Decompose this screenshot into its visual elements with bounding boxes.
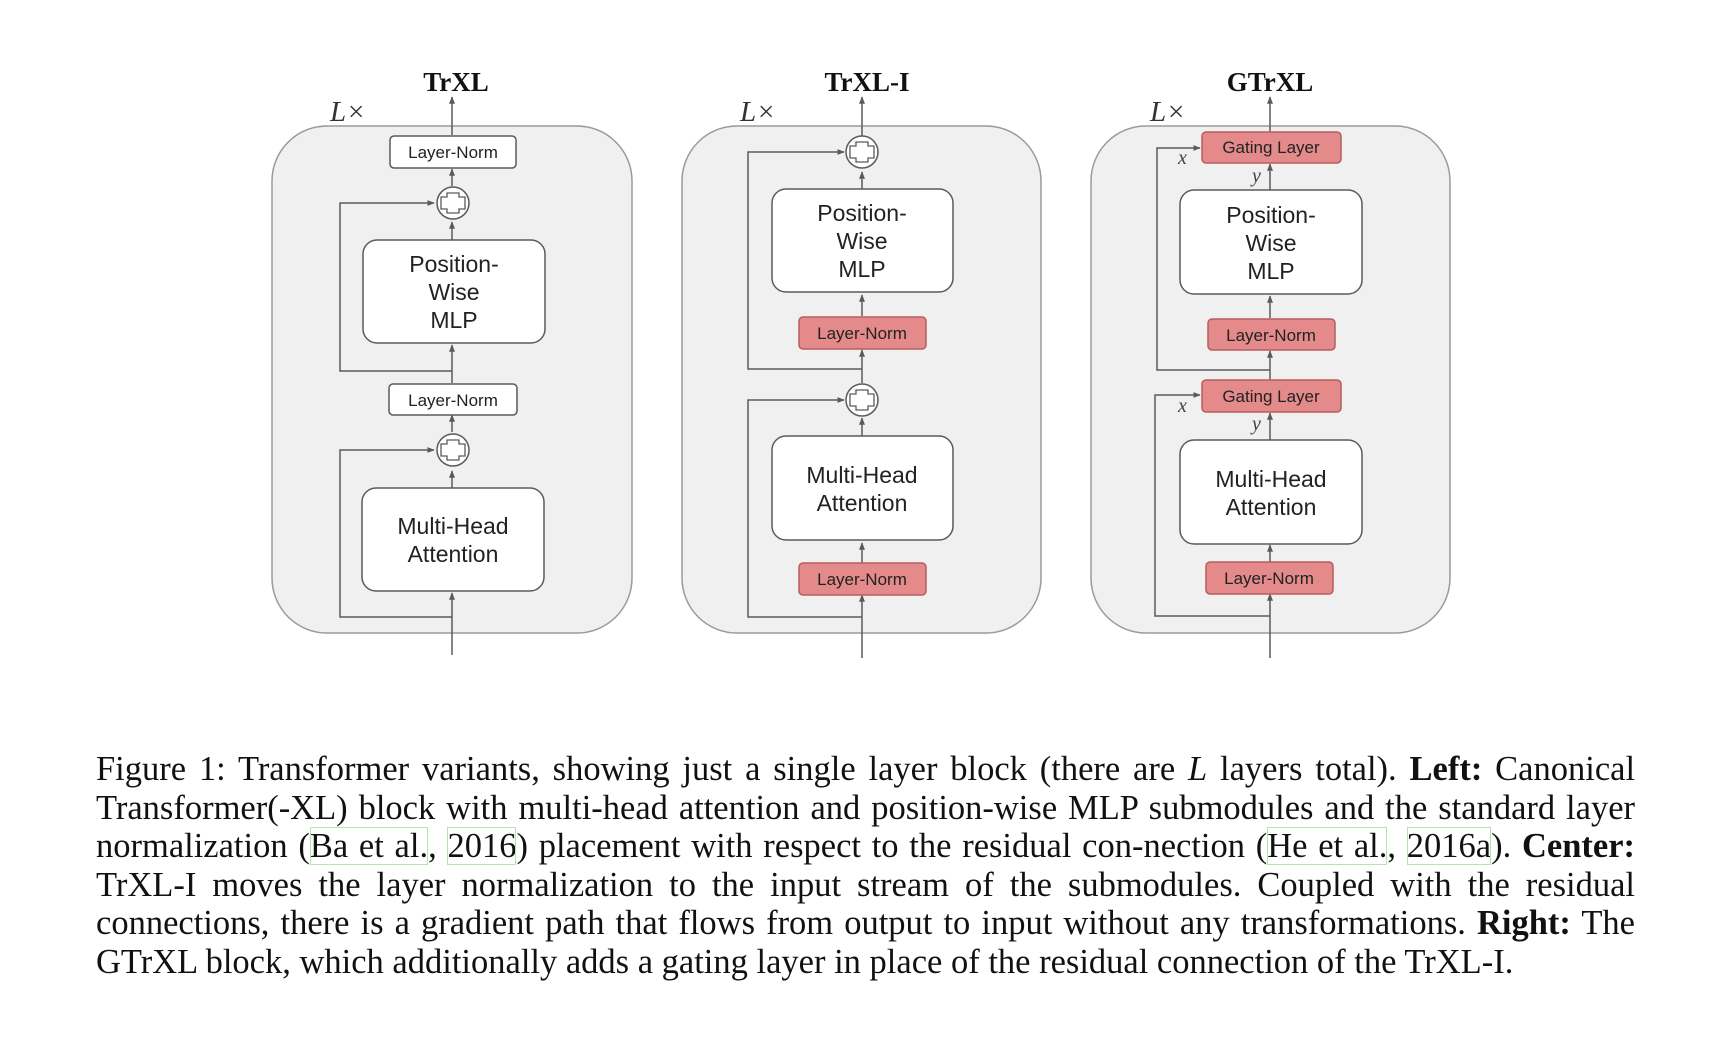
caption-text: ) placement with respect to the residual… — [516, 827, 1268, 866]
panel-trxl: TrXL L× Layer-Norm Position- Wise MLP La… — [271, 67, 633, 655]
caption-text: TrXL-I moves the layer normalization to … — [96, 865, 1635, 943]
layer-norm-label: Layer-Norm — [408, 143, 498, 162]
attention-label-1: Multi-Head — [397, 513, 508, 539]
add-icon — [436, 186, 470, 220]
layer-norm-box — [798, 562, 927, 596]
caption-right-label: Right: — [1476, 904, 1571, 943]
attention-label-1: Multi-Head — [806, 462, 917, 488]
mlp-label-1: Position- — [817, 200, 906, 226]
add-icon — [845, 135, 879, 169]
mlp-label-3: MLP — [430, 307, 477, 333]
y-label: y — [1250, 413, 1261, 435]
attention-box — [361, 487, 545, 592]
panel-title: TrXL — [423, 67, 489, 97]
mlp-box — [362, 239, 546, 344]
layer-norm-label: Layer-Norm — [408, 391, 498, 410]
mlp-label-1: Position- — [409, 251, 498, 277]
add-icon — [436, 433, 470, 467]
caption-text: Figure 1: Transformer variants, showing … — [96, 750, 1176, 788]
repeat-label: L× — [739, 96, 776, 128]
layer-norm-box — [1205, 561, 1334, 595]
caption-text: ). — [1491, 827, 1512, 866]
y-label: y — [1250, 165, 1261, 187]
panel-title: TrXL-I — [825, 67, 910, 97]
attention-label-2: Attention — [408, 541, 499, 567]
caption-left-label: Left: — [1409, 750, 1483, 788]
caption-text: layers total). — [1220, 750, 1397, 788]
layer-norm-label: Layer-Norm — [1224, 569, 1314, 588]
caption-text: The GTrXL block, which additionally adds… — [96, 904, 1635, 981]
mlp-label-2: Wise — [836, 228, 887, 254]
attention-label-1: Multi-Head — [1215, 466, 1326, 492]
layer-norm-label: Layer-Norm — [817, 324, 907, 343]
attention-label-2: Attention — [817, 490, 908, 516]
x-label: x — [1177, 395, 1187, 417]
mlp-label-3: MLP — [1247, 258, 1294, 284]
attention-box — [771, 435, 954, 541]
caption-center-label: Center: — [1521, 827, 1636, 866]
citation-link-ba[interactable]: Ba et al. — [309, 827, 429, 866]
mlp-label-3: MLP — [838, 256, 885, 282]
layer-norm-label: Layer-Norm — [1226, 326, 1316, 345]
panel-trxl-i: TrXL-I L× Position- Wise MLP Layer-Norm … — [681, 67, 1042, 658]
repeat-label: L× — [1149, 96, 1186, 128]
gating-layer-box — [1201, 131, 1342, 164]
panel-title: GTrXL — [1227, 67, 1314, 97]
gating-layer-label: Gating Layer — [1222, 138, 1320, 157]
panel-gtrxl: GTrXL L× x y x y Gating Layer Position- … — [1090, 67, 1451, 658]
layer-norm-box — [388, 383, 518, 416]
citation-link-he[interactable]: He et al. — [1267, 827, 1388, 866]
mlp-label-2: Wise — [1245, 230, 1296, 256]
caption-text: Canonical Transformer(-XL) block with mu… — [96, 750, 1636, 866]
layer-norm-box — [798, 316, 927, 350]
caption-math-L: L — [1188, 750, 1208, 788]
layer-norm-label: Layer-Norm — [817, 570, 907, 589]
attention-box — [1179, 439, 1363, 545]
gating-layer-box — [1201, 379, 1342, 413]
citation-link-ba-year[interactable]: 2016 — [447, 827, 517, 866]
mlp-label-2: Wise — [428, 279, 479, 305]
mlp-label-1: Position- — [1226, 202, 1315, 228]
mlp-box — [1179, 189, 1363, 295]
architecture-figure: TrXL L× Layer-Norm Position- Wise MLP La… — [271, 67, 1451, 658]
x-label: x — [1177, 147, 1187, 169]
repeat-label: L× — [329, 96, 366, 128]
layer-norm-box — [1207, 318, 1336, 351]
gating-layer-label: Gating Layer — [1222, 387, 1320, 406]
mlp-box — [771, 188, 954, 293]
add-icon — [845, 383, 879, 417]
layer-norm-box — [389, 135, 517, 169]
figure-caption: Figure 1: Transformer variants, showing … — [96, 750, 1636, 981]
attention-label-2: Attention — [1226, 494, 1317, 520]
citation-link-he-year[interactable]: 2016a — [1406, 827, 1492, 866]
